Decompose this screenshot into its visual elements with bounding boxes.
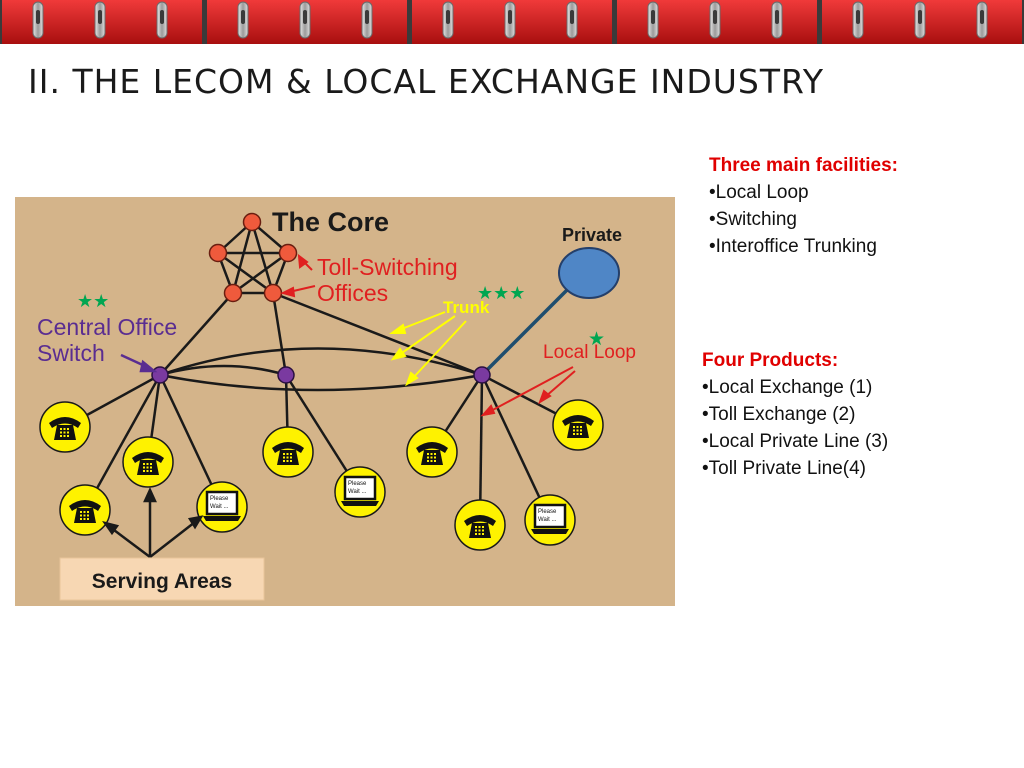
facilities-item: Local Loop <box>709 179 898 206</box>
products-item: Local Exchange (1) <box>702 374 888 401</box>
core-links <box>159 291 483 392</box>
terminal-text-line2: Wait ... <box>538 517 557 523</box>
slide-title: II. THE LECOM & LOCAL EXCHANGE INDUSTRY <box>28 62 825 101</box>
core-label: The Core <box>272 207 389 237</box>
header-banner <box>0 0 1024 48</box>
binder-ring <box>156 1 168 39</box>
stars-local-loop: ★ <box>588 328 605 350</box>
binder-ring <box>709 1 721 39</box>
local-loop-arrows <box>480 366 576 417</box>
binder-ring <box>566 1 578 39</box>
terminal-text-line1: Please <box>538 509 557 515</box>
serving-areas-label: Serving Areas <box>92 570 232 593</box>
local-loop-label: Local Loop <box>543 342 636 363</box>
serving-area-arrows <box>102 486 204 558</box>
telephones <box>39 399 604 551</box>
central-office-arrow <box>120 353 158 373</box>
products-heading: Four Products: <box>702 350 839 371</box>
toll-label-line1: Toll-Switching <box>317 254 458 280</box>
telephone-icon <box>122 436 174 488</box>
toll-switching-nodes <box>208 212 298 303</box>
private-line <box>480 280 577 377</box>
facilities-heading: Three main facilities: <box>709 155 899 176</box>
terminal-text-line1: Please <box>348 481 367 487</box>
binder-ring <box>504 1 516 39</box>
terminal-icon: PleaseWait ... <box>196 481 248 533</box>
binder-ring <box>237 1 249 39</box>
terminal-text-line2: Wait ... <box>348 489 367 495</box>
facilities-item: Switching <box>709 206 898 233</box>
telephone-icon <box>39 401 91 453</box>
terminal-icon: PleaseWait ... <box>334 466 386 518</box>
products-block: Four Products: Local Exchange (1) Toll E… <box>702 347 888 482</box>
products-item: Toll Exchange (2) <box>702 401 888 428</box>
products-item: Toll Private Line(4) <box>702 455 888 482</box>
products-item: Local Private Line (3) <box>702 428 889 455</box>
binder-ring <box>647 1 659 39</box>
binder-ring <box>442 1 454 39</box>
co-label-line1: Central Office <box>37 314 177 340</box>
products-list: Local Exchange (1) Toll Exchange (2) Loc… <box>702 374 889 482</box>
trunk-label: Trunk <box>443 298 490 317</box>
telephone-icon <box>406 426 458 478</box>
binder-ring <box>361 1 373 39</box>
binder-ring <box>299 1 311 39</box>
facilities-item: Interoffice Trunking <box>709 233 898 260</box>
binder-rings <box>32 1 988 39</box>
central-office-nodes <box>151 366 491 384</box>
terminal-text-line2: Wait ... <box>210 504 229 510</box>
binder-ring <box>771 1 783 39</box>
terminal-text-line1: Please <box>210 496 229 502</box>
binder-ring <box>914 1 926 39</box>
facilities-block: Three main facilities: Local Loop Switch… <box>709 152 898 260</box>
telephone-icon <box>262 426 314 478</box>
binder-ring <box>32 1 44 39</box>
stars-trunk: ★★★ <box>477 283 525 304</box>
serving-areas-box <box>59 557 265 601</box>
telephone-icon <box>552 399 604 451</box>
telephone-icon <box>59 484 111 536</box>
binder-ring <box>976 1 988 39</box>
terminal-icon: PleaseWait ... <box>524 494 576 546</box>
trunk-arrows <box>388 311 467 387</box>
toll-arrows <box>280 253 316 298</box>
stars-central-office: ★★ <box>77 291 109 312</box>
binder-ring <box>852 1 864 39</box>
co-label-line2: Switch <box>37 340 105 366</box>
facilities-list: Local Loop Switching Interoffice Trunkin… <box>709 179 898 260</box>
private-label: Private <box>562 225 622 245</box>
private-node <box>558 247 620 299</box>
toll-label-line2: Offices <box>317 280 388 306</box>
binder-ring <box>94 1 106 39</box>
telephone-icon <box>454 499 506 551</box>
